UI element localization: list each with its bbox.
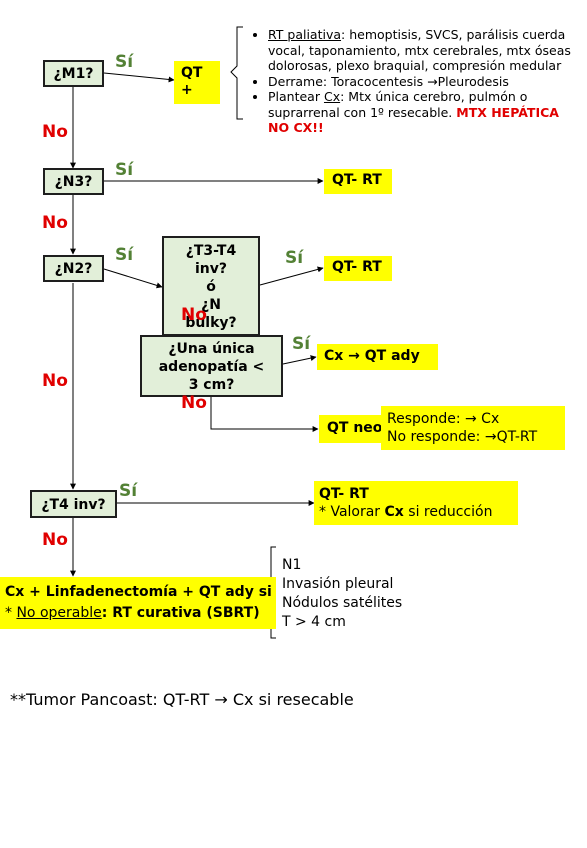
t4-valorar-pre: * Valorar [319, 504, 385, 520]
qt-neo-box: QT neo [319, 415, 391, 443]
no-label-n2: No [42, 371, 68, 391]
final-line-2: * No operable: RT curativa (SBRT) [5, 603, 276, 624]
response-box: Responde: → Cx No responde: →QT-RT [381, 406, 565, 450]
rt-paliativa-text: : hemoptisis, SVCS, parálisis cuerda voc… [268, 27, 571, 73]
t4-qt-rt-box: QT- RT * Valorar Cx si reducción [314, 481, 518, 525]
no-responde-line: No responde: →QT-RT [387, 429, 538, 445]
t3t4-qt-rt-box: QT- RT [324, 256, 392, 281]
criteria-item: Invasión pleural [282, 576, 394, 592]
m1-note-derrame: Derrame: Toracocentesis →Pleurodesis [268, 74, 582, 90]
pancoast-footnote: **Tumor Pancoast: QT-RT → Cx si resecabl… [10, 690, 354, 709]
final-no-operable: No operable [16, 605, 102, 621]
plantear-pre: Plantear [268, 89, 324, 104]
si-label-t3t4: Sí [285, 248, 304, 268]
no-label-m1: No [42, 122, 68, 142]
si-label-t4: Sí [119, 481, 138, 501]
m1-note-rt-paliativa: RT paliativa: hemoptisis, SVCS, parálisi… [268, 27, 582, 74]
no-label-unica: No [181, 393, 207, 413]
responde-line: Responde: → Cx [387, 411, 500, 427]
t4-qt-rt-line: QT- RT [319, 486, 369, 502]
m1-notes: RT paliativa: hemoptisis, SVCS, parálisi… [252, 27, 582, 136]
n3-question-node: ¿N3? [43, 168, 104, 195]
final-treatment-box: Cx + Linfadenectomía + QT ady si * No op… [0, 577, 276, 629]
t4-valorar-post: si reducción [403, 504, 493, 520]
plantear-text: : Mtx única cerebro, pulmón o suprarrena… [268, 89, 528, 120]
t3t4-question-node: ¿T3-T4 inv? ó ¿N bulky? [162, 236, 260, 336]
cx-qt-ady-box: Cx → QT ady [317, 344, 438, 370]
no-label-t3t4: No [181, 305, 207, 325]
mtx-hepatica-warning: MTX HEPÁTICA NO CX!! [268, 104, 559, 136]
final-star: * [5, 605, 17, 621]
unica-line-1: ¿Una única [168, 341, 255, 357]
t3t4-line-4: ¿N [201, 297, 221, 313]
t4-valorar-line: * Valorar Cx si reducción [319, 503, 518, 521]
t4-valorar-cx: Cx [384, 504, 404, 520]
unica-line-2: adenopatía < [158, 359, 265, 375]
t4-question-node: ¿T4 inv? [30, 490, 117, 518]
criteria-item: Nódulos satélites [282, 595, 403, 611]
adjuvant-criteria-list: N1 Invasión pleural Nódulos satélites T … [282, 556, 402, 632]
final-rt-curativa: : RT curativa (SBRT) [101, 605, 260, 621]
unica-line-3: 3 cm? [188, 377, 235, 393]
si-label-n2: Sí [115, 245, 134, 265]
m1-note-plantear-cx: Plantear Cx: Mtx única cerebro, pulmón o… [268, 89, 582, 136]
t3t4-line-5: bulky? [185, 315, 237, 331]
qt-plus-box: QT + [174, 61, 220, 104]
si-label-m1: Sí [115, 52, 134, 72]
n2-question-node: ¿N2? [43, 255, 104, 282]
final-line-1: Cx + Linfadenectomía + QT ady si [5, 584, 272, 600]
si-label-unica: Sí [292, 334, 311, 354]
no-label-n3: No [42, 213, 68, 233]
qt-plus-line-2: + [181, 82, 193, 98]
n3-qt-rt-box: QT- RT [324, 169, 392, 194]
t3t4-line-1: ¿T3-T4 [185, 243, 237, 259]
no-label-t4: No [42, 530, 68, 550]
criteria-item: N1 [282, 557, 302, 573]
t3t4-line-2: inv? [194, 261, 227, 277]
si-label-n3: Sí [115, 160, 134, 180]
m1-question-node: ¿M1? [43, 60, 104, 87]
unica-adenopatia-question-node: ¿Una única adenopatía < 3 cm? [140, 335, 283, 397]
criteria-item: T > 4 cm [282, 614, 346, 630]
rt-paliativa-term: RT paliativa [268, 27, 342, 42]
t3t4-line-3: ó [206, 279, 216, 295]
plantear-cx-term: Cx [323, 89, 341, 104]
qt-plus-line-1: QT [181, 65, 203, 81]
